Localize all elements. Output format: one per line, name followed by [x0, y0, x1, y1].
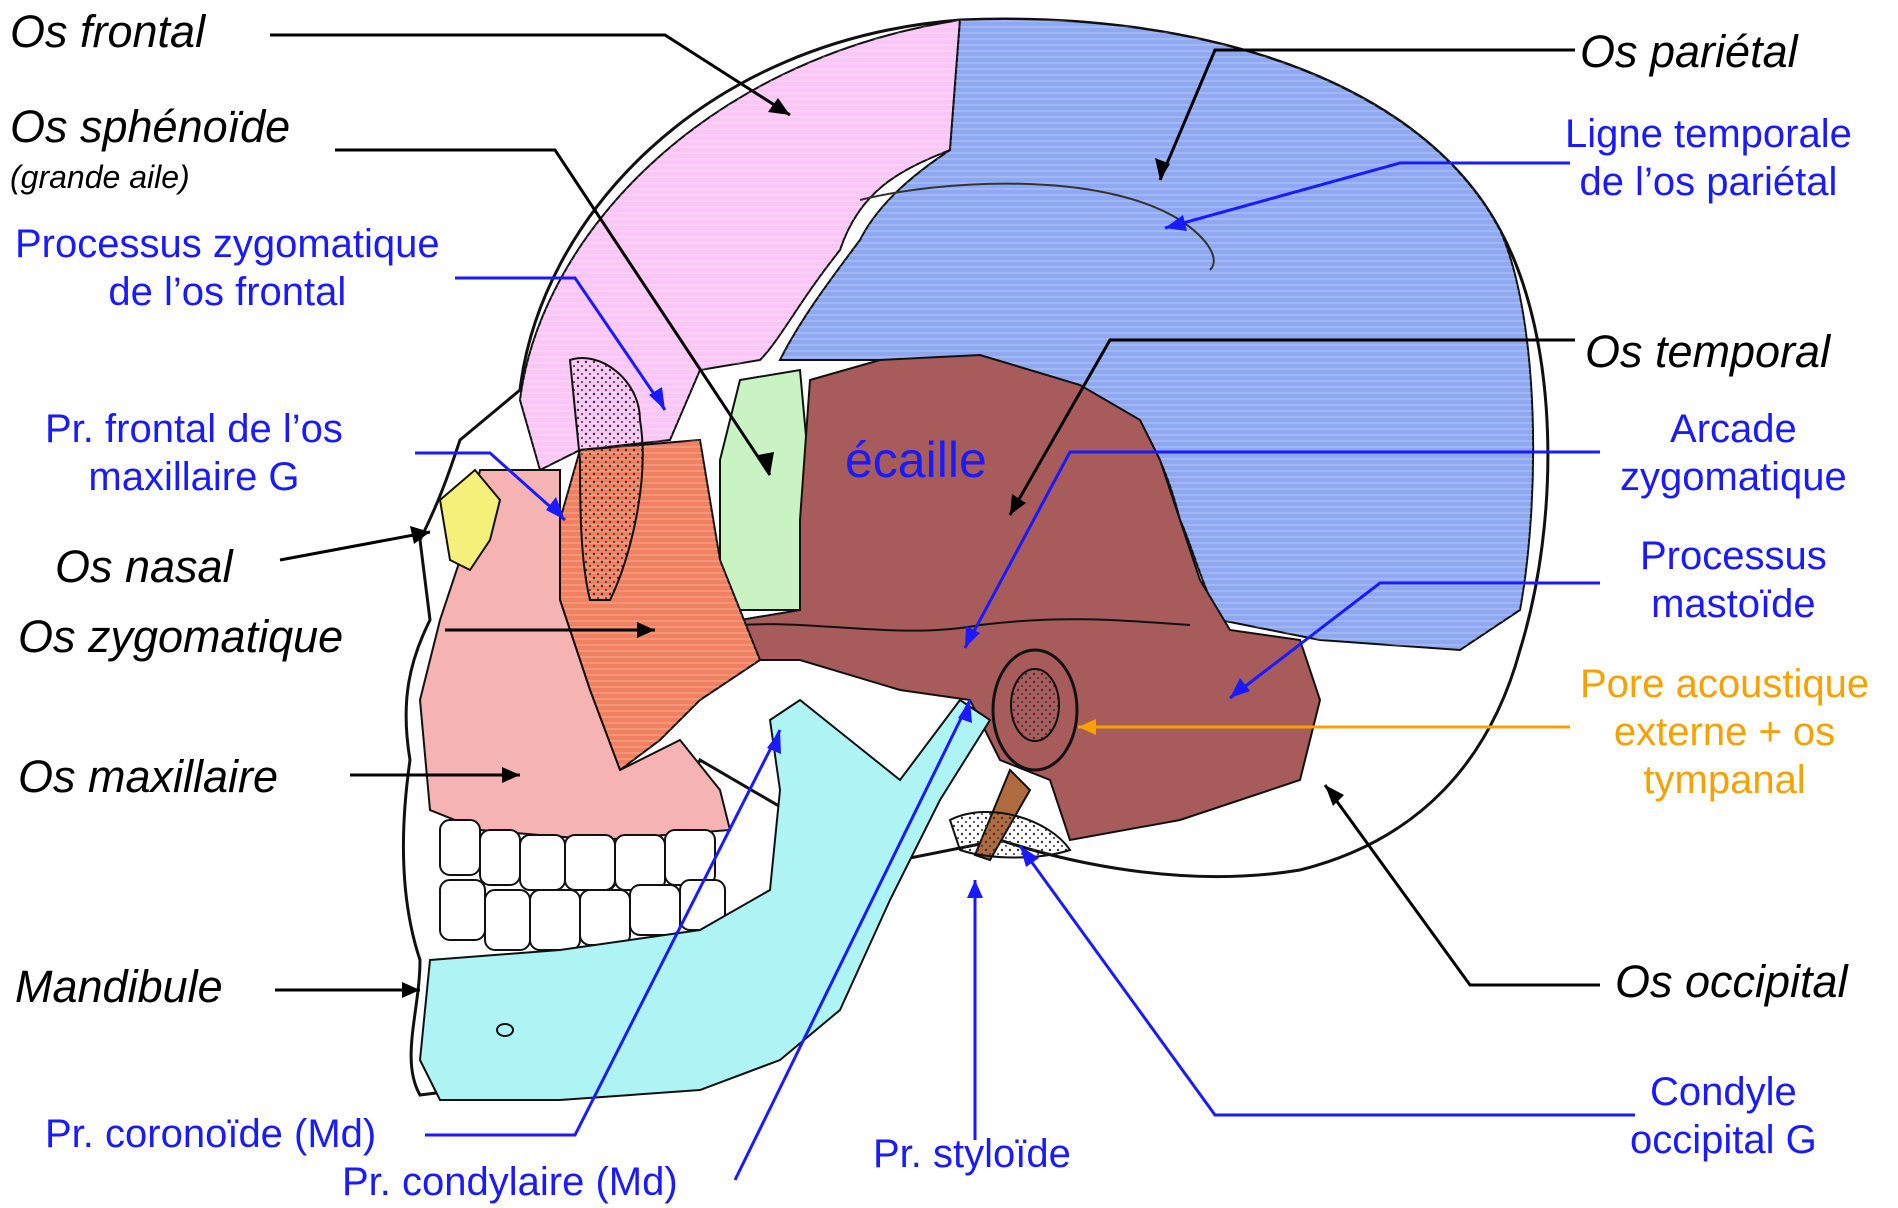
label-proc-zygo-frontal-l2: de l’os frontal	[15, 268, 440, 316]
label-os-zygomatique: Os zygomatique	[18, 610, 343, 664]
label-os-parietal: Os pariétal	[1580, 25, 1798, 79]
label-os-sphenoide: Os sphénoïde	[10, 100, 290, 154]
label-arcade-zygomatique-l2: zygomatique	[1620, 453, 1847, 501]
label-pr-styloide: Pr. styloïde	[873, 1130, 1071, 1178]
label-processus-mastoide-l1: Processus	[1640, 532, 1827, 580]
label-pr-frontal-maxillaire-l1: Pr. frontal de l’os	[45, 405, 343, 453]
label-proc-zygo-frontal: Processus zygomatique de l’os frontal	[15, 220, 440, 316]
label-ligne-temporale-l1: Ligne temporale	[1565, 110, 1852, 158]
label-pr-frontal-maxillaire-l2: maxillaire G	[45, 453, 343, 501]
label-proc-zygo-frontal-l1: Processus zygomatique	[15, 220, 440, 268]
label-ligne-temporale: Ligne temporale de l’os pariétal	[1565, 110, 1852, 206]
label-arcade-zygomatique: Arcade zygomatique	[1620, 405, 1847, 501]
label-pr-frontal-maxillaire: Pr. frontal de l’os maxillaire G	[45, 405, 343, 501]
label-mandibule: Mandibule	[15, 960, 223, 1014]
label-condyle-occipital-l1: Condyle	[1630, 1068, 1817, 1116]
label-ligne-temporale-l2: de l’os pariétal	[1565, 158, 1852, 206]
label-os-frontal: Os frontal	[10, 5, 205, 59]
label-pore-acoustique: Pore acoustique externe + os tympanal	[1580, 660, 1869, 804]
label-os-nasal: Os nasal	[55, 540, 233, 594]
label-ecaille: écaille	[845, 430, 987, 490]
label-os-occipital: Os occipital	[1615, 955, 1848, 1009]
label-os-maxillaire: Os maxillaire	[18, 750, 278, 804]
label-pore-acoustique-l2: externe + os	[1580, 708, 1869, 756]
label-pr-coronoide: Pr. coronoïde (Md)	[45, 1110, 376, 1158]
label-pr-condylaire: Pr. condylaire (Md)	[342, 1158, 678, 1206]
label-condyle-occipital-l2: occipital G	[1630, 1116, 1817, 1164]
label-processus-mastoide: Processus mastoïde	[1640, 532, 1827, 628]
label-grande-aile: (grande aile)	[10, 158, 190, 196]
label-arcade-zygomatique-l1: Arcade	[1620, 405, 1847, 453]
teeth	[440, 820, 725, 950]
sphenoid-bone	[720, 370, 810, 610]
label-pore-acoustique-l3: tympanal	[1580, 756, 1869, 804]
label-pore-acoustique-l1: Pore acoustique	[1580, 660, 1869, 708]
label-condyle-occipital: Condyle occipital G	[1630, 1068, 1817, 1164]
label-processus-mastoide-l2: mastoïde	[1640, 580, 1827, 628]
label-os-temporal: Os temporal	[1585, 325, 1830, 379]
